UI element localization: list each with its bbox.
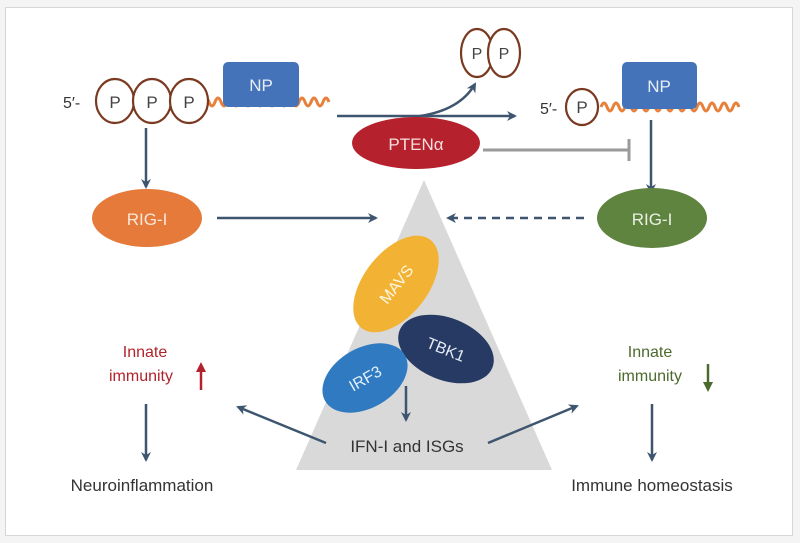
tbk1-node: [398, 314, 494, 384]
phosphate-label: P: [146, 93, 157, 112]
right-innate-label: Innate: [628, 344, 673, 361]
pten-alpha-label: PTENα: [388, 135, 443, 154]
right-np-label: NP: [647, 77, 671, 96]
phosphate-circle: [168, 77, 210, 125]
phosphate-circle: [564, 87, 600, 127]
irf3-node: [322, 343, 408, 413]
ifn-to-right-arrow: [487, 404, 579, 445]
up-arrow-icon: [196, 362, 206, 390]
released-diphosphate: P P: [459, 27, 522, 79]
left-triphosphate: P P P: [94, 77, 210, 125]
phosphate-label: P: [183, 93, 194, 112]
right-rig-i-label: RIG-I: [632, 210, 673, 229]
right-np-box: [622, 62, 697, 109]
phosphate-circle: [486, 27, 522, 79]
left-innate-label: Innate: [123, 344, 168, 361]
neuroinflammation-label: Neuroinflammation: [71, 476, 214, 495]
ifn-to-left-arrow: [236, 405, 327, 445]
mavs-node: [353, 235, 439, 333]
phosphate-release-arrow: [419, 82, 477, 118]
phosphate-label: P: [109, 93, 120, 112]
immune-homeostasis-label: Immune homeostasis: [571, 476, 733, 495]
left-rig-i-label: RIG-I: [127, 210, 168, 229]
right-rig-i-node: [597, 188, 707, 248]
left-immunity-label: immunity: [109, 368, 173, 385]
phosphate-label: P: [499, 46, 510, 63]
left-np-box: [223, 62, 299, 107]
pten-alpha-node: [352, 117, 480, 169]
left-5prime-label: 5′-: [63, 95, 80, 112]
phosphate-label: P: [576, 98, 587, 117]
left-np-label: NP: [249, 76, 273, 95]
phosphate-label: P: [472, 46, 483, 63]
right-5prime-label: 5′-: [540, 101, 557, 118]
ifn-isgs-label: IFN-I and ISGs: [350, 437, 463, 456]
right-immunity-label: immunity: [618, 368, 682, 385]
down-arrow-icon: [703, 364, 713, 392]
left-rig-i-node: [92, 189, 202, 247]
